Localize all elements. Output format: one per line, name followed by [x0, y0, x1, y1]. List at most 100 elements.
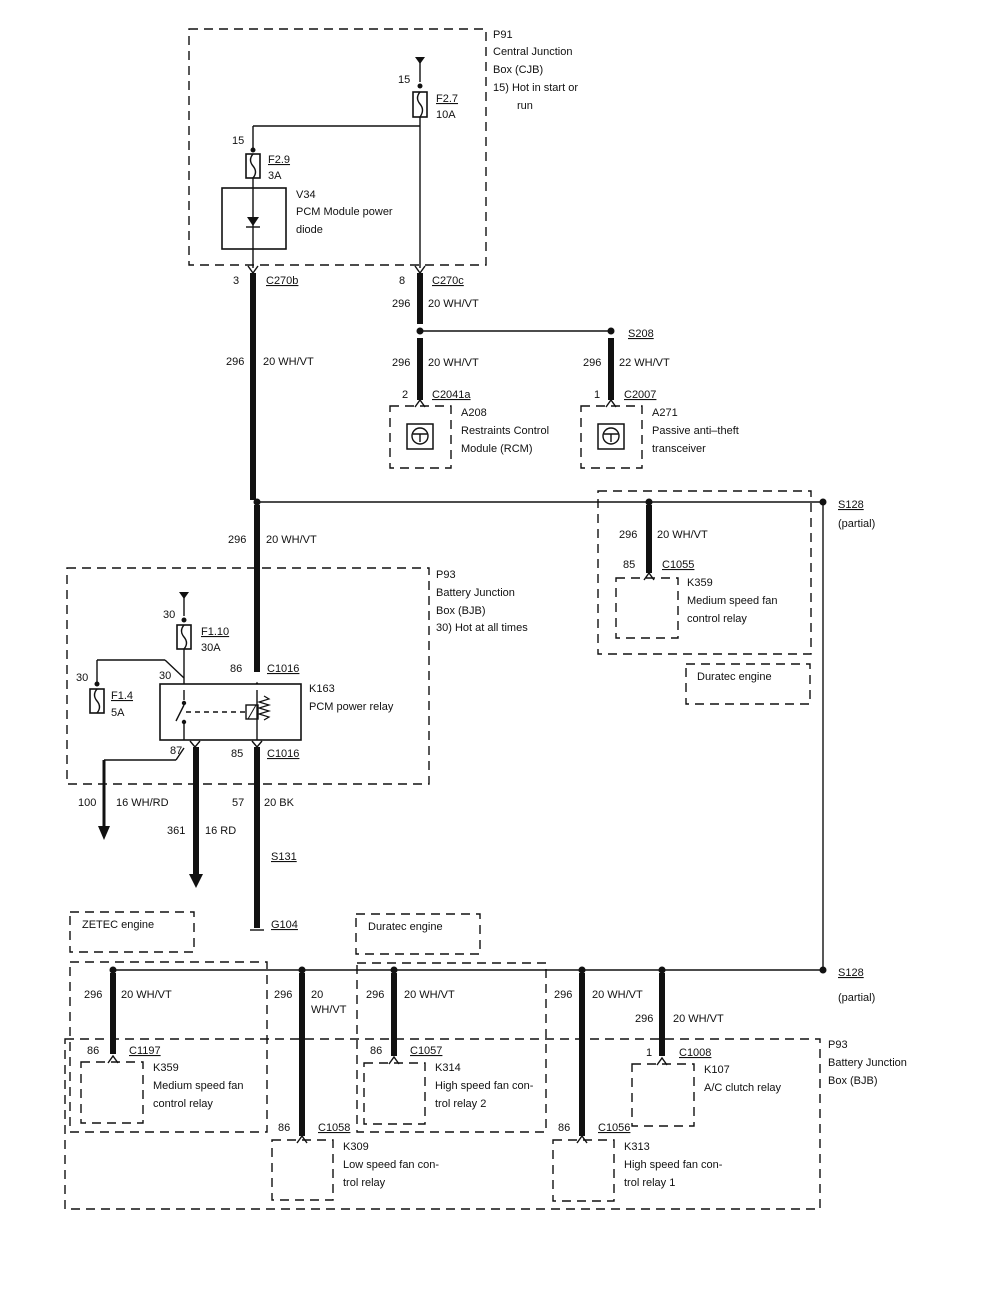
f14-pin: 30 [76, 672, 88, 684]
p93-bot-title-1: Battery Junction [828, 1057, 907, 1069]
c1016-bot-name: C1016 [267, 748, 299, 760]
k313-line-1: High speed fan con- [624, 1159, 723, 1171]
f14-rating: 5A [111, 707, 125, 719]
f110-name: F1.10 [201, 626, 229, 638]
duratec-top-tag-box [685, 663, 811, 705]
a271-id: A271 [652, 407, 678, 419]
relay-switch-icon [175, 690, 272, 740]
v34-line-2: diode [296, 224, 323, 236]
p91-title-1: Central Junction [493, 46, 573, 58]
b-junction-k359 [109, 966, 117, 974]
b-junction-k107 [658, 966, 666, 974]
f29-name: F2.9 [268, 154, 290, 166]
c1056-name: C1056 [598, 1122, 630, 1134]
k163-pin-87: 87 [170, 745, 182, 757]
c1056-pin: 86 [558, 1122, 570, 1134]
to-rcm-spec: 20 WH/VT [428, 357, 479, 369]
c270c-pin: 8 [399, 275, 405, 287]
f14-fuse-icon [89, 688, 105, 714]
k359-top-id: K359 [687, 577, 713, 589]
to-rcm-circuit: 296 [392, 357, 410, 369]
ground-circuit: 57 [232, 797, 244, 809]
to-k359-top-circuit: 296 [619, 529, 637, 541]
s131-label: S131 [271, 851, 297, 863]
k309-id: K309 [343, 1141, 369, 1153]
k309-line-2: trol relay [343, 1177, 386, 1189]
f27-terminal [417, 83, 423, 89]
k359-bot-relay-box [80, 1061, 144, 1124]
s128-bot-junction [819, 966, 827, 974]
f110-terminal [181, 617, 187, 623]
b-k107-spec: 20 WH/VT [673, 1013, 724, 1025]
p91-note-2: run [517, 100, 533, 112]
k359-top-line-2: control relay [687, 613, 747, 625]
v34-line-1: PCM Module power [296, 206, 393, 218]
p91-id: P91 [493, 29, 513, 41]
c1197-name: C1197 [129, 1045, 161, 1057]
p93-bot-id: P93 [828, 1039, 848, 1051]
main-a-spec: 20 WH/VT [263, 356, 314, 368]
k107-id: K107 [704, 1064, 730, 1076]
p93-top-title-1: Battery Junction [436, 587, 515, 599]
k359-top-line-1: Medium speed fan [687, 595, 778, 607]
k309-line-1: Low speed fan con- [343, 1159, 439, 1171]
g104-label: G104 [271, 919, 298, 931]
b-junction-k314 [390, 966, 398, 974]
c2007-pin: 1 [594, 389, 600, 401]
k359-bot-id: K359 [153, 1062, 179, 1074]
duratec-top-tag: Duratec engine [697, 671, 772, 683]
f14-terminal [94, 681, 100, 687]
to-pats-spec: 22 WH/VT [619, 357, 670, 369]
b-k314-spec: 20 WH/VT [404, 989, 455, 1001]
f27-rating: 10A [436, 109, 456, 121]
b-k313-spec: 20 WH/VT [592, 989, 643, 1001]
a271-line-2: transceiver [652, 443, 706, 455]
b-k359-spec: 20 WH/VT [121, 989, 172, 1001]
c2041a-name: C2041a [432, 389, 471, 401]
p91-cjb-boundary [188, 28, 487, 266]
b-k309-circuit: 296 [274, 989, 292, 1001]
b-junction-k313 [578, 966, 586, 974]
duratec-bot-tag: Duratec engine [368, 921, 443, 933]
a208-line-1: Restraints Control [461, 425, 549, 437]
p93-bot-boundary [64, 1038, 821, 1210]
out-361-circuit: 361 [167, 825, 185, 837]
out-100-spec: 16 WH/RD [116, 797, 169, 809]
s128-bot-note: (partial) [838, 992, 875, 1004]
p93-top-id: P93 [436, 569, 456, 581]
f29-rating: 3A [268, 170, 282, 182]
c270c-wire-spec: 20 WH/VT [428, 298, 479, 310]
c1057-pin: 86 [370, 1045, 382, 1057]
k359-bot-line-1: Medium speed fan [153, 1080, 244, 1092]
c1057-name: C1057 [410, 1045, 442, 1057]
c2041a-pin: 2 [402, 389, 408, 401]
p91-note-1: 15) Hot in start or [493, 82, 578, 94]
f110-fuse-icon [176, 624, 192, 650]
k313-id: K313 [624, 1141, 650, 1153]
to-pats-circuit: 296 [583, 357, 601, 369]
main-a-circuit: 296 [226, 356, 244, 368]
f29-pin: 15 [232, 135, 244, 147]
ground-spec: 20 BK [264, 797, 295, 809]
c1016-top-name: C1016 [267, 663, 299, 675]
c270b-pin: 3 [233, 275, 239, 287]
f27-name: F2.7 [436, 93, 458, 105]
a271-module-box [580, 405, 643, 469]
a208-line-2: Module (RCM) [461, 443, 533, 455]
c1058-pin: 86 [278, 1122, 290, 1134]
k163-id: K163 [309, 683, 335, 695]
b-k309-spec-2: WH/VT [311, 1004, 347, 1016]
k314-line-2: trol relay 2 [435, 1098, 486, 1110]
module-symbol-icon [406, 423, 434, 450]
wire-361-arrow-icon [189, 874, 203, 888]
p93-top-note: 30) Hot at all times [436, 622, 528, 634]
b-k309-spec-1: 20 [311, 989, 323, 1001]
f27-fuse-icon [412, 91, 428, 118]
f29-fuse-icon [245, 153, 261, 179]
c1058-name: C1058 [318, 1122, 350, 1134]
hot-feed-arrow-icon [415, 57, 425, 82]
k313-relay-box [552, 1139, 615, 1202]
p93-top-title-2: Box (BJB) [436, 605, 486, 617]
s128-top-note: (partial) [838, 518, 875, 530]
